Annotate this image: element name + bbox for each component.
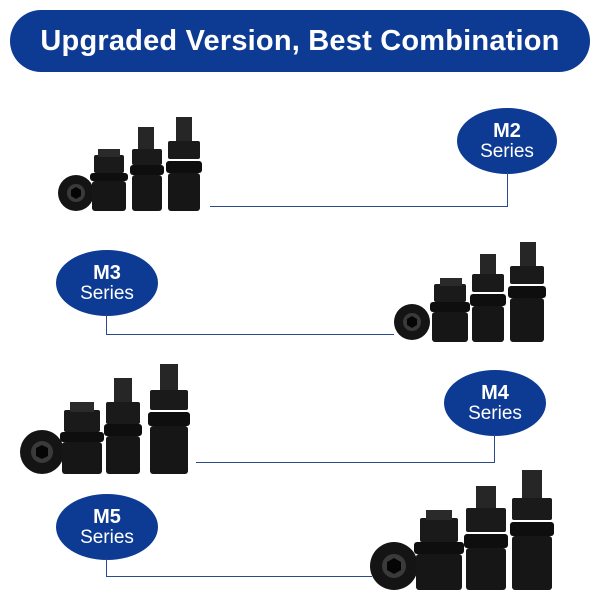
hardware-image-m2 — [58, 117, 202, 211]
banner-title: Upgraded Version, Best Combination — [40, 24, 560, 57]
bolt-stack-3-icon — [508, 242, 546, 342]
connector-m2-horizontal — [210, 206, 508, 207]
hardware-image-m5 — [370, 470, 554, 590]
socket-cap-screw-icon — [370, 542, 418, 590]
badge-m3: M3 Series — [56, 250, 158, 316]
bolt-stack-3-icon — [166, 117, 202, 211]
badge-m4-size: M4 — [481, 381, 509, 404]
nut-stack-1-icon — [60, 402, 104, 474]
connector-m4-vertical — [494, 434, 495, 462]
nut-stack-1-icon — [90, 149, 128, 211]
bolt-stack-3-icon — [148, 364, 190, 474]
connector-m3-vertical — [106, 314, 107, 334]
nut-stack-1-icon — [414, 510, 464, 590]
hardware-group-m5 — [370, 466, 560, 592]
hardware-group-m4 — [18, 362, 198, 476]
badge-m2: M2 Series — [457, 108, 557, 174]
badge-m2-size: M2 — [493, 119, 521, 142]
connector-m5-vertical — [106, 558, 107, 576]
hardware-group-m3 — [392, 238, 552, 346]
badge-m3-size: M3 — [93, 261, 121, 284]
socket-cap-screw-icon — [20, 430, 64, 474]
hardware-image-m3 — [394, 242, 546, 342]
socket-cap-screw-icon — [58, 175, 94, 211]
bolt-stack-2-icon — [130, 127, 164, 211]
connector-m4-horizontal — [196, 462, 495, 463]
bolt-stack-2-icon — [464, 486, 508, 590]
bolt-stack-3-icon — [510, 470, 554, 590]
title-banner: Upgraded Version, Best Combination — [10, 10, 590, 72]
bolt-stack-2-icon — [470, 254, 506, 342]
badge-m4-label: Series — [468, 402, 522, 424]
badge-m3-label: Series — [80, 282, 134, 304]
bolt-stack-2-icon — [104, 378, 142, 474]
hardware-image-m4 — [20, 364, 190, 474]
badge-m2-label: Series — [480, 140, 534, 162]
connector-m3-horizontal — [106, 334, 394, 335]
connector-m2-vertical — [507, 172, 508, 206]
badge-m5-label: Series — [80, 526, 134, 548]
nut-stack-1-icon — [430, 278, 470, 342]
badge-m5: M5 Series — [56, 494, 158, 560]
badge-m4: M4 Series — [444, 370, 546, 436]
badge-m5-size: M5 — [93, 505, 121, 528]
socket-cap-screw-icon — [394, 304, 430, 340]
connector-m5-horizontal — [106, 576, 372, 577]
hardware-group-m2 — [50, 115, 210, 215]
